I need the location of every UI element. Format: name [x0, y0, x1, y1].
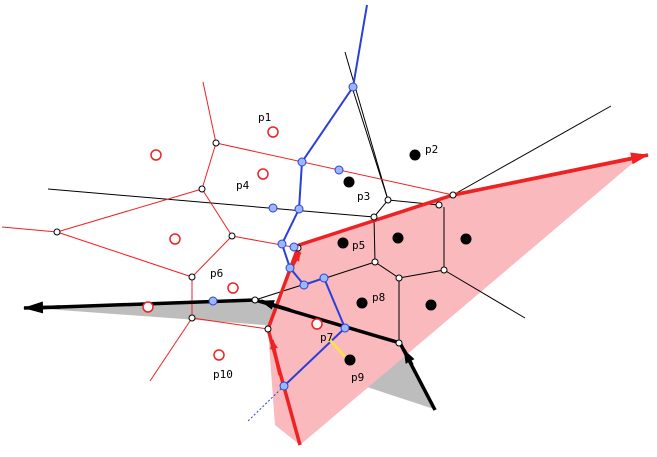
site-p9: [344, 354, 356, 366]
site-b: [169, 233, 181, 245]
site-p1: [267, 126, 279, 138]
label-p1: p1: [258, 111, 271, 124]
black-sites: [337, 149, 472, 366]
site-p2: [409, 149, 421, 161]
red-sites: [142, 126, 323, 361]
site-p3: [343, 176, 355, 188]
site-p5: [337, 237, 349, 249]
label-p3: p3: [357, 190, 370, 203]
site-p7: [311, 318, 323, 330]
label-p5: p5: [352, 239, 365, 252]
black-voronoi-edges: [47, 51, 612, 343]
label-p7: p7: [320, 331, 333, 344]
label-p2: p2: [425, 143, 438, 156]
site-p6: [227, 282, 239, 294]
site-e: [460, 233, 472, 245]
site-d: [392, 232, 404, 244]
label-p8: p8: [372, 291, 385, 304]
black-arrow-mid-1: [402, 349, 415, 366]
voronoi-vertices: [53, 139, 457, 347]
yellow-segment: [326, 336, 350, 362]
site-f: [425, 299, 437, 311]
label-p10: p10: [213, 368, 233, 381]
red-arrow-mid-1: [270, 339, 282, 376]
blue-dashed-extension: [246, 385, 285, 423]
site-p4: [257, 168, 269, 180]
black-arrow-tip: [23, 301, 61, 314]
site-c: [142, 301, 154, 313]
blue-vertices: [208, 82, 358, 391]
blue-chain-path: [280, 4, 368, 387]
site-p8: [356, 297, 368, 309]
site-p10: [213, 349, 225, 361]
red-voronoi-edges: [1, 81, 454, 382]
label-p4: p4: [236, 179, 250, 192]
site-a: [150, 149, 162, 161]
black-arrow-mid-2: [260, 299, 291, 312]
red-arrow-tip: [452, 152, 649, 197]
label-p6: p6: [210, 267, 223, 280]
pink-region: [268, 157, 640, 445]
label-p9: p9: [351, 371, 364, 384]
